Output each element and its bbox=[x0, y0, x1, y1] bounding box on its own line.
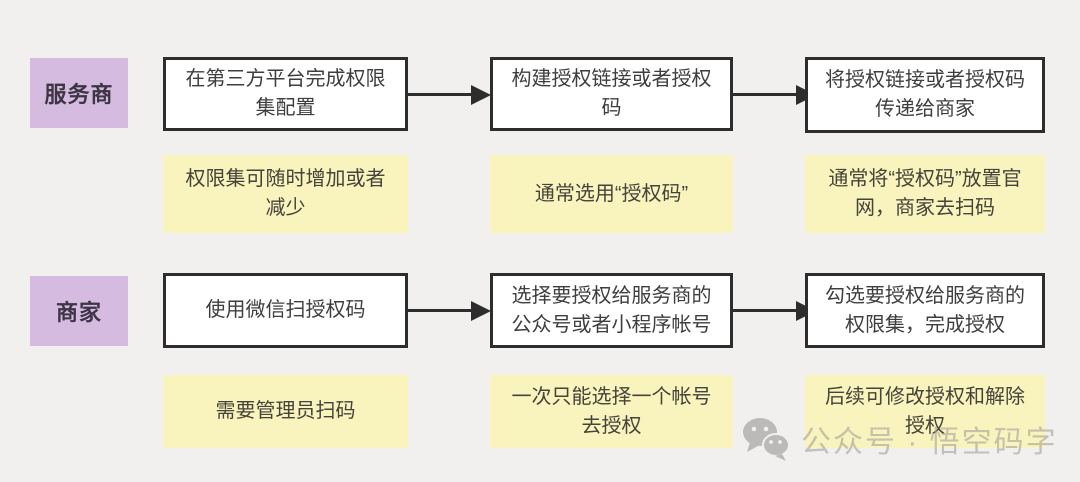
arrow-right bbox=[407, 85, 491, 105]
note-text: 通常选用“授权码” bbox=[534, 182, 689, 205]
step-text: 选择要授权给服务商的公众号或者小程序帐号 bbox=[511, 284, 712, 336]
lane-label-text: 商家 bbox=[55, 300, 102, 325]
step-box-select-account: 选择要授权给服务商的公众号或者小程序帐号 bbox=[490, 273, 733, 348]
note-place-on-website: 通常将“授权码”放置官网，商家去扫码 bbox=[805, 155, 1045, 233]
step-text: 使用微信扫授权码 bbox=[205, 299, 366, 321]
arrow-right bbox=[732, 85, 816, 105]
arrow-shaft bbox=[732, 309, 798, 312]
note-text: 权限集可随时增加或者减少 bbox=[185, 168, 386, 219]
step-box-check-permission-set: 勾选要授权给服务商的权限集，完成授权 bbox=[805, 273, 1045, 348]
lane-label-text: 服务商 bbox=[44, 82, 114, 107]
arrow-shaft bbox=[407, 309, 473, 312]
step-box-scan-auth-code: 使用微信扫授权码 bbox=[163, 273, 408, 348]
step-box-deliver-auth-code: 将授权链接或者授权码传递给商家 bbox=[805, 57, 1045, 133]
note-text: 一次只能选择一个帐号去授权 bbox=[511, 385, 712, 437]
arrow-right bbox=[732, 301, 816, 321]
arrow-head-icon bbox=[471, 301, 491, 321]
step-box-build-auth-link: 构建授权链接或者授权码 bbox=[490, 57, 733, 131]
note-one-account-at-a-time: 一次只能选择一个帐号去授权 bbox=[490, 375, 733, 448]
note-text: 需要管理员扫码 bbox=[215, 400, 356, 422]
step-text: 构建授权链接或者授权码 bbox=[511, 68, 712, 119]
step-box-configure-permission-set: 在第三方平台完成权限集配置 bbox=[163, 57, 408, 131]
note-permission-set-flexible: 权限集可随时增加或者减少 bbox=[163, 155, 408, 233]
arrow-shaft bbox=[407, 93, 473, 96]
step-text: 勾选要授权给服务商的权限集，完成授权 bbox=[825, 284, 1025, 336]
note-text: 通常将“授权码”放置官网，商家去扫码 bbox=[828, 168, 1022, 219]
note-admin-scan-required: 需要管理员扫码 bbox=[163, 375, 408, 448]
step-text: 将授权链接或者授权码传递给商家 bbox=[825, 69, 1025, 120]
arrow-head-icon bbox=[471, 85, 491, 105]
note-modify-or-revoke-later: 后续可修改授权和解除授权 bbox=[805, 375, 1045, 448]
lane-label-service-provider: 服务商 bbox=[30, 58, 128, 128]
arrow-shaft bbox=[732, 93, 798, 96]
lane-label-merchant: 商家 bbox=[30, 276, 128, 346]
arrow-right bbox=[407, 301, 491, 321]
note-usually-auth-code: 通常选用“授权码” bbox=[490, 155, 733, 233]
note-text: 后续可修改授权和解除授权 bbox=[825, 385, 1025, 437]
step-text: 在第三方平台完成权限集配置 bbox=[185, 68, 386, 119]
wechat-icon bbox=[741, 416, 791, 462]
